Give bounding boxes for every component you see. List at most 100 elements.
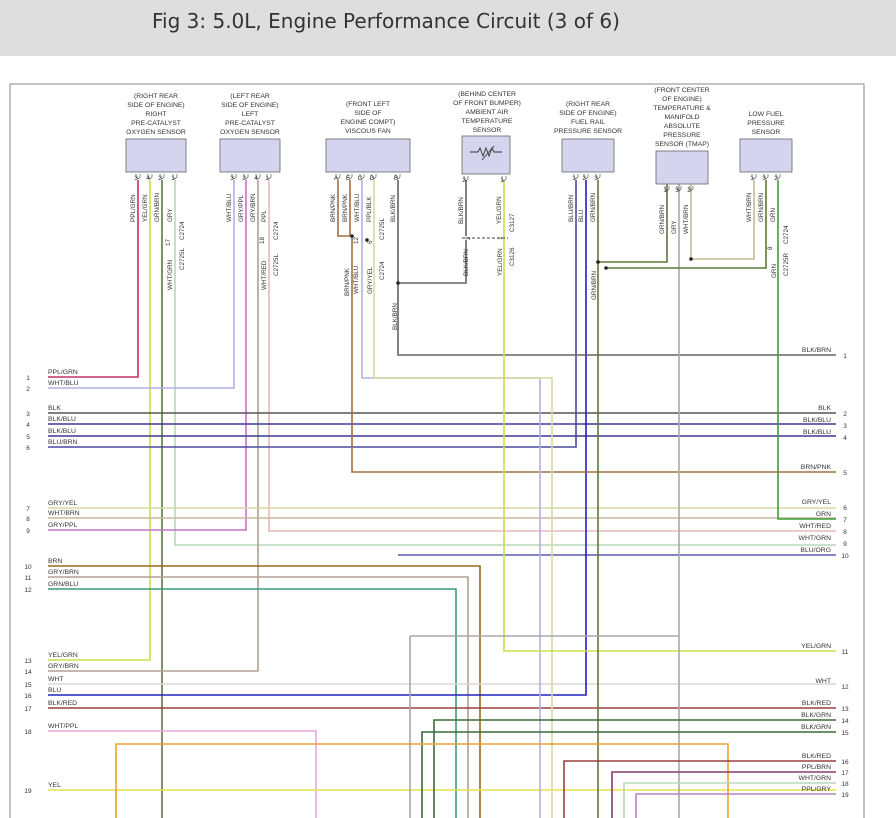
pin-wire-label: BLK/BRN xyxy=(390,195,397,222)
pin-wire-label: WHT/BLU xyxy=(226,193,233,222)
pin-contact xyxy=(172,174,178,180)
pin-wire-label: GRY xyxy=(167,208,174,222)
right-wire-label: BLK/BLU xyxy=(803,429,831,436)
pin-number: 2 xyxy=(582,175,586,182)
left-wire-num: 5 xyxy=(26,434,30,441)
left-wire-num: 4 xyxy=(26,422,30,429)
component-label: PRESSURE SENSOR xyxy=(554,128,622,135)
right-wire-label: WHT xyxy=(816,678,831,685)
right-wire-label: WHT/GRN xyxy=(799,775,832,782)
pin-contact xyxy=(775,174,781,180)
pin-wire-label: PPL/GRN xyxy=(130,194,137,222)
pin-wire-label: YEL/GRN xyxy=(142,194,149,222)
right-wire-label: BLK/RED xyxy=(802,753,831,760)
connector-label: C3126 xyxy=(509,247,516,266)
wire-amb-yel-grn xyxy=(503,180,836,652)
wire-fan-wht-blu xyxy=(361,180,541,818)
component-label: TEMPERATURE xyxy=(462,118,513,125)
left-wire-num: 3 xyxy=(26,411,30,418)
component-label: SIDE OF ENGINE) xyxy=(221,102,278,109)
component-label: OXYGEN SENSOR xyxy=(220,129,280,136)
pin-number: 1 xyxy=(171,175,175,182)
right-wire-label: BLK/RED xyxy=(802,700,831,707)
pin-contact xyxy=(676,186,682,192)
left-wire-num: 1 xyxy=(26,375,30,382)
figure-header: Fig 3: 5.0L, Engine Performance Circuit … xyxy=(0,0,896,56)
right-wire-label: BLK/BLU xyxy=(803,417,831,424)
pin-number: 3 xyxy=(230,175,234,182)
right-wire-num: 17 xyxy=(841,770,849,777)
thermistor-symbol xyxy=(470,146,502,158)
left-wire-num: 13 xyxy=(24,658,32,665)
component-label: OF FRONT BUMPER) xyxy=(453,100,521,107)
component-label: SENSOR (TMAP) xyxy=(655,141,709,148)
left-wire-num: 19 xyxy=(24,788,32,795)
vertical-wire-label: YEL/GRN xyxy=(497,248,504,276)
wire-amb-blk-brn xyxy=(398,240,467,284)
splice-dot xyxy=(350,234,354,238)
wire-wht-blu xyxy=(48,180,235,389)
component-label: MANIFOLD xyxy=(664,114,699,121)
wire-wht-ppl xyxy=(48,730,317,818)
pin-contact xyxy=(371,174,377,180)
pin-number: 2 xyxy=(687,187,691,194)
pin-wire-label: WHT/BRN xyxy=(683,204,690,234)
wire-tmap-wht-brn xyxy=(690,180,755,260)
vertical-wire-label: GRY/YEL xyxy=(367,266,374,294)
pin-wire-label: GRN/BRN xyxy=(659,205,666,234)
component-label: SIDE OF ENGINE) xyxy=(559,110,616,117)
pin-number: C xyxy=(358,175,363,182)
pin-contact xyxy=(255,174,261,180)
component-box xyxy=(655,150,709,185)
component-label: AMBIENT AIR xyxy=(466,109,509,116)
wire-blu-brn xyxy=(48,180,577,448)
component-label: VISCOUS FAN xyxy=(345,128,391,135)
right-wire-num: 4 xyxy=(843,435,847,442)
right-wire-num: 1 xyxy=(843,353,847,360)
component-box xyxy=(219,138,281,173)
left-wire-num: 14 xyxy=(24,669,32,676)
left-wire-label: BLK xyxy=(48,405,61,412)
vertical-wire-label: GRN xyxy=(771,264,778,278)
pin-wire-label: GRN/BRN xyxy=(590,193,597,222)
wire-fan-gry-yel xyxy=(373,180,553,818)
right-wire-label: GRY/YEL xyxy=(802,499,832,506)
wire-wht-grn-o2r xyxy=(174,180,836,546)
connector-label: C2724 xyxy=(273,221,280,240)
vertical-wire-label: WHT/BLU xyxy=(353,265,360,294)
pin-number: 3 xyxy=(134,175,138,182)
pin-contact xyxy=(359,174,365,180)
component-label: OF ENGINE) xyxy=(662,96,702,103)
connector-pin: 2 xyxy=(465,236,472,240)
pin-wire-label: PPL/BLK xyxy=(366,196,373,222)
left-wire-num: 12 xyxy=(24,587,32,594)
wire-gry-brn-b xyxy=(48,576,469,818)
right-wire-num: 14 xyxy=(841,718,849,725)
wire-layer xyxy=(48,180,836,818)
pin-contact xyxy=(664,186,670,192)
pin-wire-label: GRN/BRN xyxy=(758,193,765,222)
component-label: (FRONT LEFT xyxy=(346,101,390,108)
pin-contact xyxy=(688,186,694,192)
vertical-wire-label: BLK/BRN xyxy=(392,303,399,330)
pin-number: 3 xyxy=(675,187,679,194)
connector-label: C2725L xyxy=(273,253,280,276)
splice-dot xyxy=(604,266,608,270)
left-wire-num: 11 xyxy=(25,575,32,582)
component-label: FUEL RAIL xyxy=(571,119,605,126)
right-wire-num: 19 xyxy=(841,792,849,799)
component-label: SIDE OF xyxy=(354,110,381,117)
component-label: PRE-CATALYST xyxy=(225,120,275,127)
left-wire-label: PPL/GRN xyxy=(48,369,78,376)
splice-dot xyxy=(596,260,600,264)
component-label: SIDE OF ENGINE) xyxy=(127,102,184,109)
pin-wire-label: BLU xyxy=(578,209,585,222)
wire-tmap-grn-brn xyxy=(598,184,668,263)
right-wire-num: 8 xyxy=(843,529,847,536)
vertical-wire-label: BLK/BRN xyxy=(463,249,470,276)
right-wire-label: BLK/BRN xyxy=(802,347,831,354)
